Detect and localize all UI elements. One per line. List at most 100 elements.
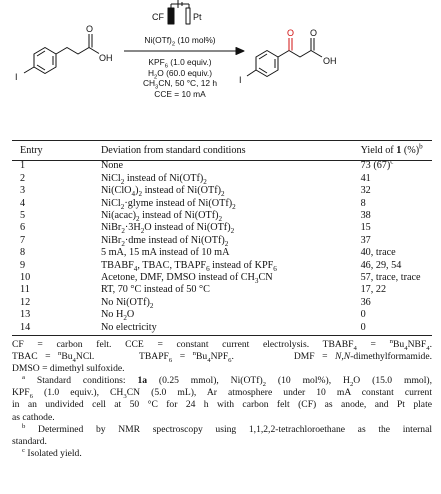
entry-cell: 13 bbox=[20, 309, 31, 321]
deviation-cell: NiCl2·glyme instead of Ni(OTf)2 bbox=[100, 197, 236, 211]
yield-cell: 36 bbox=[360, 296, 371, 308]
deviation-cell: TBABF4, TBAC, TBAPF6 instead of KPF6 bbox=[100, 259, 277, 273]
catalyst-line: Ni(OTf)2 (10 mol%) bbox=[144, 35, 216, 48]
header-deviation: Deviation from standard conditions bbox=[100, 145, 246, 156]
footnote-c: c Isolated yield. bbox=[22, 446, 82, 459]
entry-cell: 4 bbox=[20, 197, 26, 209]
h2o-line: H2O (60.0 equiv.) bbox=[147, 67, 213, 81]
table-row: 10 Acetone, DMF, DMSO instead of CH3CN 57,… bbox=[12, 272, 432, 286]
abbreviations-line-2: TBAC = nBu4NCl. TBAPF6 = nBu4NPF6. DMF =… bbox=[12, 349, 432, 364]
table-row: 5 Ni(acac)2 instead of Ni(OTf)2 38 bbox=[12, 210, 432, 224]
left-iodo-bond bbox=[23, 66, 35, 74]
yield-cell: 17, 22 bbox=[360, 284, 387, 296]
right-ring-double-1 bbox=[258, 53, 268, 60]
left-chain bbox=[55, 47, 90, 55]
table-row: 14 No electricity 0 bbox=[12, 322, 432, 334]
cce-line: CCE = 10 mA bbox=[154, 88, 206, 99]
footnote-b: b Determined by NMR spectroscopy using 1… bbox=[22, 422, 432, 435]
yield-cell: 38 bbox=[360, 210, 371, 222]
deviation-cell: RT, 70 °C instead of 50 °C bbox=[100, 284, 210, 296]
footnote-a: a Standard conditions: 1a (0.25 mmol), N… bbox=[22, 374, 432, 389]
left-ring-double-1 bbox=[36, 50, 46, 57]
deviation-cell: None bbox=[100, 160, 124, 172]
table-row: 1 None 73 (67)c bbox=[12, 158, 432, 172]
reaction-arrow-head bbox=[235, 47, 245, 55]
table-top-rule bbox=[12, 140, 432, 141]
deviation-cell: 5 mA, 15 mA instead of 10 mA bbox=[100, 247, 230, 259]
footnote-a-line-4: as cathode. bbox=[12, 411, 55, 423]
right-chain bbox=[277, 50, 323, 58]
yield-cell: 8 bbox=[360, 197, 366, 209]
solvent-line: CH3CN, 50 °C, 12 h bbox=[142, 78, 218, 91]
condition-lines: KPF6 (1.0 equiv.) H2O (60.0 equiv.) CH3C… bbox=[118, 57, 242, 99]
deviation-cell: NiBr2·dme instead of Ni(OTf)2 bbox=[100, 234, 229, 248]
yield-cell: 0 bbox=[360, 321, 366, 333]
table-row: 4 NiCl2·glyme instead of Ni(OTf)2 8 bbox=[12, 197, 432, 211]
left-oxygen-label: O bbox=[86, 24, 93, 34]
table-row: 8 5 mA, 15 mA instead of 10 mA 40, trace bbox=[12, 247, 432, 259]
entry-cell: 2 bbox=[20, 172, 26, 184]
scheme-drawing: I O OH I O O OH CF Pt bbox=[15, 0, 337, 85]
right-ring-double-3 bbox=[258, 67, 268, 74]
entry-cell: 7 bbox=[20, 234, 26, 246]
deviation-cell: No electricity bbox=[100, 321, 157, 333]
abbreviations-line-3: DMSO = dimethyl sulfoxide. bbox=[12, 363, 125, 375]
yield-cell: 15 bbox=[360, 222, 371, 234]
cathode-plate bbox=[185, 7, 191, 25]
yield-cell: 73 (67)c bbox=[360, 158, 394, 172]
table-row: 7 NiBr2·dme instead of Ni(OTf)2 37 bbox=[12, 234, 432, 248]
entry-cell: 14 bbox=[20, 321, 31, 333]
entry-cell: 3 bbox=[20, 185, 26, 197]
left-oh-bond bbox=[88, 47, 100, 54]
yield-cell: 32 bbox=[360, 185, 371, 197]
footnote-a-line-2: KPF6 (1.0 equiv.), CH3CN (5.0 mL), Ar at… bbox=[12, 387, 432, 401]
deviation-cell: NiBr2·3H2O instead of Ni(OTf)2 bbox=[100, 222, 235, 236]
table-row: 12 No Ni(OTf)2 36 bbox=[12, 296, 432, 310]
deviation-cell: Ni(acac)2 instead of Ni(OTf)2 bbox=[100, 210, 223, 224]
anode-plate bbox=[167, 7, 175, 25]
entry-cell: 8 bbox=[20, 247, 26, 259]
table-row: 13 No H2O 0 bbox=[12, 309, 432, 323]
entry-cell: 12 bbox=[20, 296, 31, 308]
table-row: 6 NiBr2·3H2O instead of Ni(OTf)2 15 bbox=[12, 222, 432, 236]
cathode-label: Pt bbox=[193, 12, 202, 22]
footnote-b-line-2: standard. bbox=[12, 435, 47, 447]
entry-cell: 9 bbox=[20, 259, 26, 271]
deviation-cell: No Ni(OTf)2 bbox=[100, 296, 154, 310]
left-ring-double-3 bbox=[36, 64, 46, 71]
entry-cell: 1 bbox=[20, 160, 26, 172]
deviation-cell: Acetone, DMF, DMSO instead of CH3CN bbox=[100, 272, 273, 286]
right-oxygen-label: O bbox=[310, 28, 317, 38]
footnotes: CF = carbon felt. CCE = constant current… bbox=[12, 337, 432, 460]
right-iodo-bond bbox=[246, 69, 257, 77]
deviation-cell: Ni(ClO4)2 instead of Ni(OTf)2 bbox=[100, 185, 225, 199]
entry-cell: 5 bbox=[20, 210, 26, 222]
table-row: 2 NiCl2 instead of Ni(OTf)2 41 bbox=[12, 172, 432, 186]
table-bottom-rule bbox=[12, 335, 432, 336]
table-row: 9 TBABF4, TBAC, TBAPF6 instead of KPF6 46,… bbox=[12, 259, 432, 273]
reaction-scheme: I O OH I O O OH CF Pt Ni(OTf)2 (10 mol%)… bbox=[0, 0, 441, 128]
abbreviations-line-1: CF = carbon felt. CCE = constant current… bbox=[12, 337, 432, 352]
deviation-cell: NiCl2 instead of Ni(OTf)2 bbox=[100, 172, 207, 186]
yield-cell: 37 bbox=[360, 234, 371, 246]
table-row: 3 Ni(ClO4)2 instead of Ni(OTf)2 32 bbox=[12, 185, 432, 199]
entry-cell: 6 bbox=[20, 222, 26, 234]
yield-cell: 46, 29, 54 bbox=[360, 259, 402, 271]
header-yield: Yield of 1 (%)b bbox=[360, 142, 423, 156]
ketone-oxygen-label: O bbox=[287, 28, 294, 38]
entry-cell: 10 bbox=[20, 272, 31, 284]
left-oh-label: OH bbox=[99, 53, 113, 63]
footnote-a-line-3: in an undivided cell at 50 °C for 24 h w… bbox=[12, 399, 432, 411]
kpf6-line: KPF6 (1.0 equiv.) bbox=[148, 57, 212, 70]
yield-cell: 40, trace bbox=[360, 247, 396, 259]
table-header-row: Entry Deviation from standard conditions… bbox=[12, 143, 432, 160]
yield-cell: 57, trace, trace bbox=[360, 272, 421, 284]
deviation-cell: No H2O bbox=[100, 309, 135, 323]
right-iodine-label: I bbox=[239, 75, 242, 85]
yield-cell: 0 bbox=[360, 309, 366, 321]
anode-label: CF bbox=[152, 12, 164, 22]
table-header-rule bbox=[12, 160, 432, 161]
yield-cell: 41 bbox=[360, 172, 371, 184]
entry-cell: 11 bbox=[20, 284, 30, 296]
header-entry: Entry bbox=[20, 145, 43, 156]
